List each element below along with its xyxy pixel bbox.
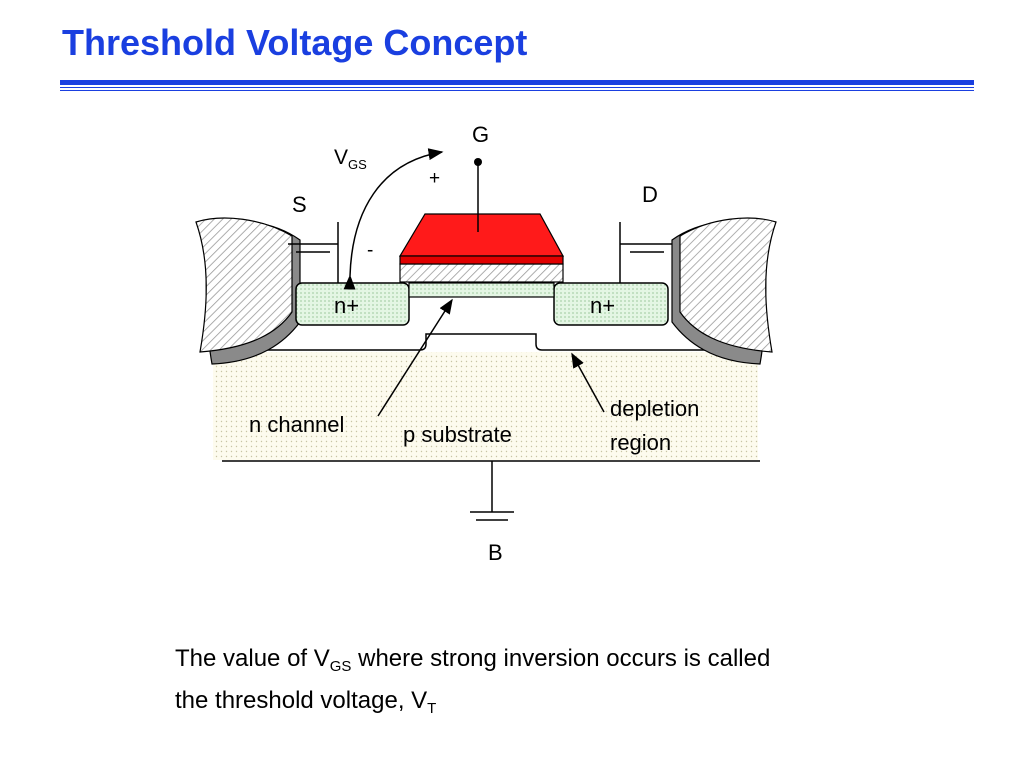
p-substrate: [213, 352, 758, 460]
title-underline-thin-2: [60, 90, 974, 91]
depletion-label-line2: region: [610, 430, 671, 455]
vgs-arrow: [343, 148, 444, 290]
n-channel: [408, 282, 555, 298]
field-oxide-right: [679, 217, 777, 353]
source-label: S: [292, 192, 307, 217]
title-underline-thick: [60, 80, 974, 85]
source-n-plus-label: n+: [334, 293, 359, 318]
vgs-label: VGS: [334, 146, 367, 172]
p-substrate-label: p substrate: [403, 422, 512, 447]
gate-label: G: [472, 122, 489, 147]
depletion-label-line1: depletion: [610, 396, 699, 421]
caption-vt-subscript: T: [427, 700, 437, 717]
caption-vgs-subscript: GS: [329, 658, 352, 675]
body-label: B: [488, 540, 503, 565]
caption-line1-end: where strong inversion occurs is called: [351, 645, 771, 672]
caption-line2-start: the threshold voltage, V: [175, 687, 428, 714]
vgs-label-subscript: GS: [348, 157, 367, 172]
slide-title: Threshold Voltage Concept: [62, 22, 528, 63]
n-channel-pointer-arrow: [377, 298, 453, 417]
gate-electrode-base: [399, 255, 564, 265]
vgs-label-main: V: [334, 146, 348, 169]
title-underline-thin: [60, 87, 974, 88]
caption-line1-start: The value of V: [175, 645, 330, 672]
drain-n-plus-region: [553, 282, 669, 326]
gate-electrode: [398, 213, 565, 257]
n-channel-label: n channel: [249, 412, 344, 437]
drain-n-plus-label: n+: [590, 293, 615, 318]
gate-oxide: [399, 263, 564, 283]
drain-label: D: [642, 182, 658, 207]
gate-terminal-dot: [474, 158, 482, 166]
depletion-pointer-arrow: [571, 352, 605, 413]
depletion-region: [205, 333, 766, 351]
minus-sign: -: [367, 240, 373, 261]
plus-sign: +: [429, 168, 440, 189]
caption-text: The value of VGS where strong inversion …: [175, 642, 770, 726]
field-oxide-left: [195, 217, 293, 353]
